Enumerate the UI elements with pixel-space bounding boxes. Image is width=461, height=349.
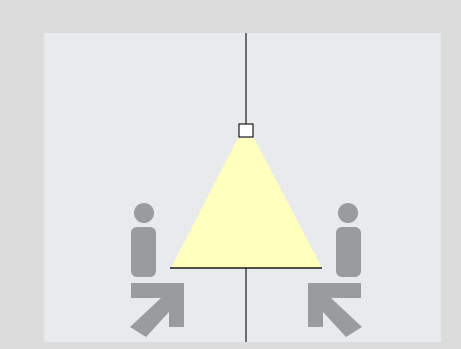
pendant-lamp-icon bbox=[239, 124, 253, 137]
person-left-torso bbox=[131, 227, 156, 277]
person-left-head bbox=[134, 203, 154, 223]
person-right-torso bbox=[336, 227, 361, 277]
person-right-head bbox=[338, 203, 358, 223]
